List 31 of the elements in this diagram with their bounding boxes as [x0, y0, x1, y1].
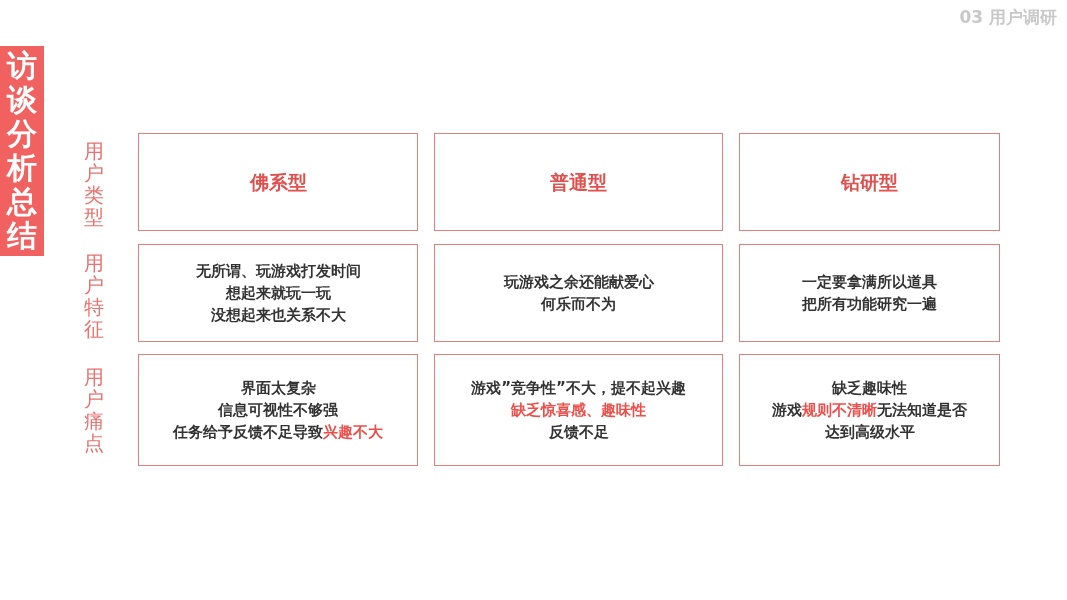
description-text: 缺乏趣味性 [832, 378, 907, 399]
description-box [434, 244, 723, 342]
description-box [739, 354, 1000, 466]
description-box [138, 354, 418, 466]
row-heading: 用户类型 [84, 140, 104, 228]
category-box [739, 133, 1000, 231]
description-text: 一定要拿满所以道具 [802, 272, 937, 293]
description-text: 界面太复杂 [240, 378, 316, 399]
description-box [434, 354, 723, 466]
category-title: 普通型 [550, 171, 607, 193]
description-text: 无所谓、玩游戏打发时间 [195, 261, 361, 282]
description-text: 缺乏惊喜感、趣味性 [511, 400, 646, 421]
description-box [138, 244, 418, 342]
description-text: 游戏”竞争性”不大，提不起兴趣 [471, 378, 686, 399]
category-box [434, 133, 723, 231]
description-text: 把所有功能研究一遍 [802, 294, 937, 315]
description-text: 没想起来也关系不大 [210, 305, 346, 326]
description-text: 任务给予反馈不足导致兴趣不大 [173, 422, 383, 443]
category-title: 钻研型 [841, 171, 898, 193]
title-banner: 访谈分析总结 [0, 46, 44, 256]
row-heading: 用户痛点 [84, 366, 104, 454]
category-title: 佛系型 [249, 171, 307, 193]
description-text: 反馈不足 [548, 422, 609, 443]
description-text: 信息可视性不够强 [218, 400, 338, 421]
description-text: 游戏规则不清晰无法知道是否达到高级水平 [771, 400, 968, 443]
category-box [138, 133, 418, 231]
description-box [739, 244, 1000, 342]
description-text: 何乐而不为 [541, 294, 616, 315]
description-text: 想起来就玩一玩 [225, 283, 331, 304]
row-heading: 用户特征 [84, 252, 104, 340]
description-text: 玩游戏之余还能献爱心 [503, 272, 654, 293]
